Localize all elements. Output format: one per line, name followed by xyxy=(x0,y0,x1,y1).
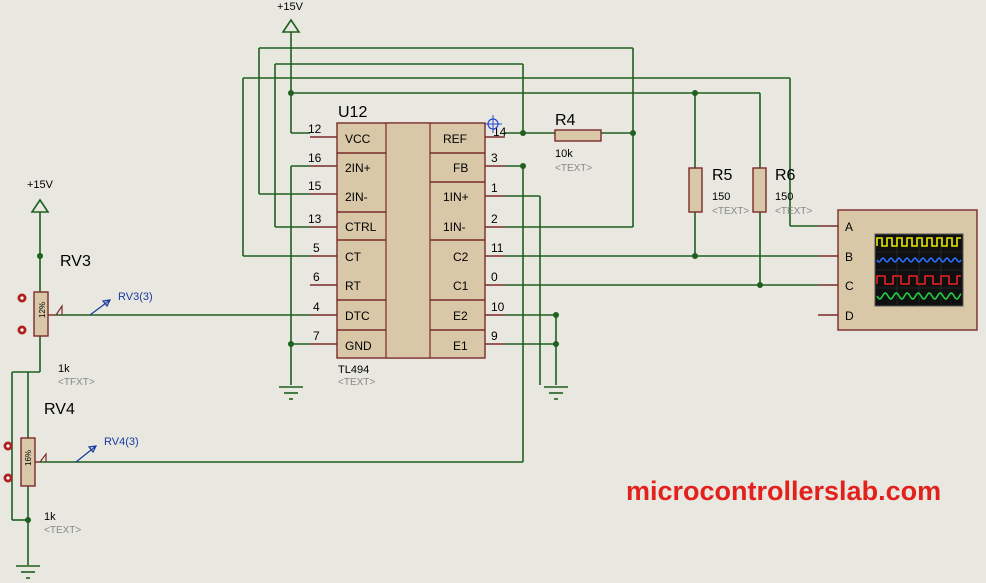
ic-pin-name: 1IN+ xyxy=(443,190,469,204)
site-watermark: microcontrollerslab.com xyxy=(626,476,941,506)
ic-ref: U12 xyxy=(338,104,367,121)
ic-text-placeholder: <TEXT> xyxy=(338,377,375,388)
ic-pin-name: DTC xyxy=(345,309,370,323)
ic-pin-name: C1 xyxy=(453,279,469,293)
rv3-value: 1k xyxy=(58,363,70,375)
scope-channel-b: B xyxy=(845,250,853,264)
rv3-button-down-icon[interactable] xyxy=(17,325,27,335)
rv4-button-up-icon[interactable] xyxy=(3,441,13,451)
ic-part: TL494 xyxy=(338,364,369,376)
scope-trace-a xyxy=(876,237,961,247)
ic-pin-name: GND xyxy=(345,339,372,353)
resistor-r4[interactable]: R4 10k <TEXT> xyxy=(554,112,602,174)
ic-pin-name: 2IN+ xyxy=(345,161,371,175)
r5-ref: R5 xyxy=(712,167,733,184)
potentiometer-rv3[interactable]: RV3 12% 1k <TFXT> RV3(3) xyxy=(17,253,153,388)
ic-pin-num: 13 xyxy=(308,212,322,226)
ic-pin-num: 0 xyxy=(491,270,498,284)
ic-pin-num: 14 xyxy=(493,125,507,139)
scope-trace-b xyxy=(876,257,962,263)
junction-dots xyxy=(25,90,763,523)
ic-pin-num: 1 xyxy=(491,181,498,195)
resistor-r6[interactable]: R6 150 <TEXT> xyxy=(752,167,812,217)
ic-pin-name: E2 xyxy=(453,309,468,323)
r6-value: 150 xyxy=(775,191,793,203)
ic-pin-num: 4 xyxy=(313,300,320,314)
ic-pin-name: 2IN- xyxy=(345,190,368,204)
ic-right-pins: 14 REF 3 FB 1 1IN+ 2 1IN- 11 C2 0 C1 10 … xyxy=(430,125,507,353)
ic-pin-num: 3 xyxy=(491,151,498,165)
r5-value: 150 xyxy=(712,191,730,203)
ic-pin-name: FB xyxy=(453,161,468,175)
ic-pin-name: E1 xyxy=(453,339,468,353)
power-top: +15V xyxy=(277,1,304,33)
rv4-text: <TEXT> xyxy=(44,525,81,536)
resistor-r5[interactable]: R5 150 <TEXT> xyxy=(688,167,749,217)
potentiometer-rv4[interactable]: RV4 16% 1k <TEXT> RV4(3) xyxy=(3,401,139,536)
oscilloscope[interactable]: A B C D xyxy=(818,209,978,331)
rv3-probe[interactable]: RV3(3) xyxy=(89,291,153,316)
ic-pin-num: 5 xyxy=(313,241,320,255)
ic-pin-num: 16 xyxy=(308,151,322,165)
rv4-button-down-icon[interactable] xyxy=(3,473,13,483)
rv3-ref: RV3 xyxy=(60,253,91,270)
rv4-probe[interactable]: RV4(3) xyxy=(75,436,139,463)
tl494-ic[interactable]: U12 TL494 <TEXT> 12 VCC 16 2IN+ 15 2IN- xyxy=(308,104,507,388)
scope-channel-a: A xyxy=(845,220,853,234)
r6-text: <TEXT> xyxy=(775,206,812,217)
rv3-text: <TFXT> xyxy=(58,377,95,388)
ic-pin-name: REF xyxy=(443,132,467,146)
scope-trace-d xyxy=(876,292,962,300)
rv3-button-up-icon[interactable] xyxy=(17,293,27,303)
ic-pin-num: 2 xyxy=(491,212,498,226)
power-left-label: +15V xyxy=(27,179,54,191)
scope-channel-c: C xyxy=(845,279,854,293)
ic-pin-num: 6 xyxy=(313,270,320,284)
ic-pin-name: C2 xyxy=(453,250,469,264)
crosshair-icon xyxy=(484,115,502,133)
power-top-label: +15V xyxy=(277,1,304,13)
rv4-ref: RV4 xyxy=(44,401,75,418)
wires xyxy=(11,32,818,565)
ic-pin-name: VCC xyxy=(345,132,371,146)
ic-pin-name: 1IN- xyxy=(443,220,466,234)
r5-text: <TEXT> xyxy=(712,206,749,217)
ic-pin-num: 12 xyxy=(308,122,322,136)
r4-ref: R4 xyxy=(555,112,576,129)
ic-pin-num: 9 xyxy=(491,329,498,343)
rv4-value: 1k xyxy=(44,511,56,523)
ic-pin-name: CT xyxy=(345,250,362,264)
ic-pin-num: 10 xyxy=(491,300,505,314)
r4-text: <TEXT> xyxy=(555,163,592,174)
ground-symbols xyxy=(16,386,568,579)
ic-pin-name: CTRL xyxy=(345,220,377,234)
r6-ref: R6 xyxy=(775,167,796,184)
ic-left-pins: 12 VCC 16 2IN+ 15 2IN- 13 CTRL 5 CT 6 RT… xyxy=(308,122,386,353)
power-left: +15V xyxy=(27,179,54,213)
ic-pin-name: RT xyxy=(345,279,361,293)
ic-pin-num: 15 xyxy=(308,179,322,193)
scope-channel-d: D xyxy=(845,309,854,323)
rv3-probe-label: RV3(3) xyxy=(118,291,153,303)
scope-trace-c xyxy=(876,275,961,285)
rv3-percent: 12% xyxy=(38,302,47,318)
rv4-probe-label: RV4(3) xyxy=(104,436,139,448)
rv4-percent: 16% xyxy=(24,450,33,466)
r4-value: 10k xyxy=(555,148,573,160)
ic-pin-num: 7 xyxy=(313,329,320,343)
ic-pin-num: 11 xyxy=(491,241,504,255)
